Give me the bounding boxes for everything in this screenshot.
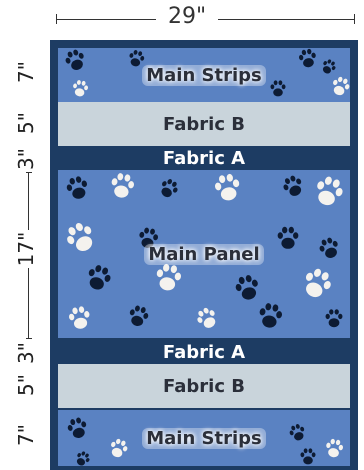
height-label-fabric-b-bottom: 5" — [14, 374, 38, 396]
fabric-a-top-label: Fabric A — [162, 147, 246, 169]
panel-height-bottom-tick — [26, 338, 32, 339]
main-panel-block: Main Panel — [58, 170, 350, 338]
height-label-main-strips-bottom: 7" — [14, 424, 38, 446]
panel-height-lower-line — [28, 268, 29, 338]
fabric-a-bottom-label: Fabric A — [162, 341, 246, 363]
panel-height-top-tick — [26, 172, 32, 173]
main-strips-bottom-block: Main Strips — [58, 410, 350, 466]
height-label-main-panel: 17" — [14, 231, 38, 267]
fabric-b-top-block: Fabric B — [58, 102, 350, 146]
main-strips-top-block: Main Strips — [58, 48, 350, 102]
main-panel-label: Main Panel — [144, 243, 264, 265]
width-dim-right-tick — [354, 14, 355, 24]
fabric-b-bottom-block: Fabric B — [58, 364, 350, 408]
panel-height-upper-line — [28, 172, 29, 230]
fabric-a-top-block: Fabric A — [58, 146, 350, 170]
width-dimension: 29" — [0, 0, 364, 36]
paw-print-pattern — [65, 48, 350, 97]
main-strips-top-label: Main Strips — [142, 64, 266, 86]
fabric-b-bottom-label: Fabric B — [163, 375, 245, 397]
width-dim-right-line — [218, 19, 354, 20]
paw-print-pattern — [67, 417, 344, 466]
height-label-fabric-b-top: 5" — [14, 112, 38, 134]
height-label-main-strips-top: 7" — [14, 61, 38, 83]
paw-print-pattern — [66, 173, 343, 329]
height-label-fabric-a-top: 3" — [14, 148, 38, 170]
fabric-a-bottom-block: Fabric A — [58, 340, 350, 364]
quilt-layout: Main Strips Fabric B Fabric A Main Panel… — [50, 40, 358, 470]
fabric-b-top-label: Fabric B — [163, 113, 245, 135]
width-dim-left-line — [56, 19, 156, 20]
width-label: 29" — [168, 4, 207, 29]
main-strips-bottom-label: Main Strips — [142, 427, 266, 449]
